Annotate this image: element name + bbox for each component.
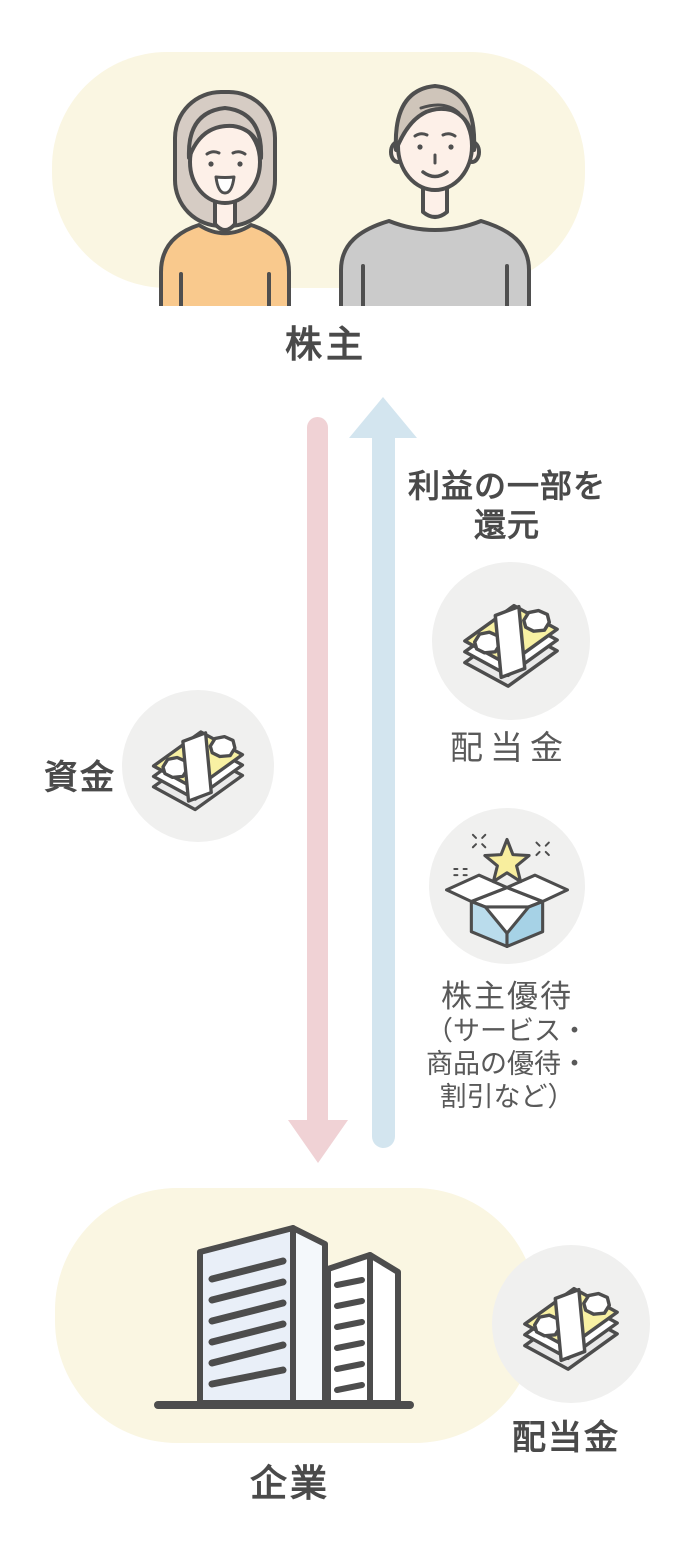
main-building-windows [208,1257,287,1388]
money-stack-icon [463,603,559,688]
man-figure [339,84,531,306]
funds-down-arrow-shaft [307,417,328,1121]
funds-label: 資金 [44,759,116,797]
sparkles [453,833,550,877]
office-buildings-icon [154,1225,414,1409]
gift-box-star-icon [445,833,569,948]
money-stack-icon [151,730,245,812]
benefit-note: （サービス・ 商品の優待・ 割引など） [426,1016,588,1112]
company-label: 企業 [250,1463,330,1504]
dividend-bottom-icon-circle [492,1245,650,1403]
funds-icon-circle [122,690,274,842]
dividend-label: 配当金 [450,729,570,766]
returns-heading: 利益の一部を 還元 [407,468,606,543]
woman-figure [159,90,291,306]
couple-illustration [159,84,531,306]
shareholders-label: 株主 [285,324,367,365]
funds-down-arrow-head [288,1120,348,1163]
benefit-label: 株主優待 [441,979,573,1014]
dividend-icon-circle [432,562,590,720]
benefit-icon-circle [429,808,585,964]
money-stack-icon [523,1286,619,1371]
returns-up-arrow-shaft [372,437,395,1148]
small-building-windows [334,1277,365,1393]
dividend-bottom-label: 配当金 [512,1419,620,1457]
returns-up-arrow-head [349,397,417,438]
